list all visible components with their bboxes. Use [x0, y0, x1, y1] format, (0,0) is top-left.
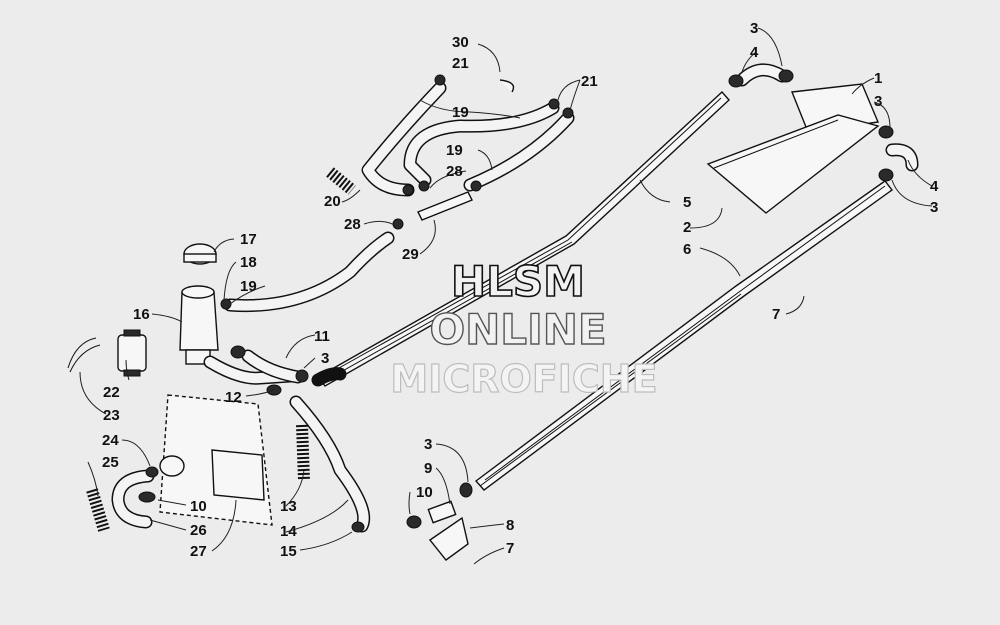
- callout-23: 23: [103, 407, 120, 424]
- spring-20: [326, 167, 356, 195]
- callout-20: 20: [324, 193, 341, 210]
- callout-1: 1: [874, 70, 882, 87]
- callout-3: 3: [424, 436, 432, 453]
- reservoir-bottle: [179, 231, 395, 365]
- watermark-line-3: MICROFICHE: [390, 357, 657, 401]
- callout-10: 10: [416, 484, 433, 501]
- watermark-line-1: HLSM: [451, 257, 585, 306]
- callout-18: 18: [240, 254, 257, 271]
- callout-29: 29: [402, 246, 419, 263]
- callout-21: 21: [581, 73, 598, 90]
- callout-3: 3: [874, 93, 882, 110]
- callout-28: 28: [344, 216, 361, 233]
- leader-lines: [79, 27, 933, 565]
- callout-26: 26: [190, 522, 207, 539]
- callout-5: 5: [683, 194, 691, 211]
- callout-3: 3: [750, 20, 758, 37]
- watermark: HLSM ONLINE MICROFICHE: [390, 256, 658, 401]
- callout-14: 14: [280, 523, 297, 540]
- callout-17: 17: [240, 231, 257, 248]
- callout-15: 15: [280, 543, 297, 560]
- callout-16: 16: [133, 306, 150, 323]
- radiator-panel: [159, 394, 273, 526]
- callout-22: 22: [103, 384, 120, 401]
- cross-plate-1: [706, 83, 880, 214]
- callout-19: 19: [240, 278, 257, 295]
- callout-11: 11: [314, 328, 330, 345]
- callout-19: 19: [446, 142, 463, 159]
- callout-28: 28: [446, 163, 463, 180]
- callout-4: 4: [930, 178, 939, 195]
- top-elbow-couplers: [728, 63, 919, 182]
- callout-8: 8: [506, 517, 514, 534]
- bottom-couplers: [406, 482, 473, 561]
- filter-canister: [67, 329, 147, 377]
- callout-9: 9: [424, 460, 432, 477]
- upper-hoses: [361, 74, 575, 230]
- callout-24: 24: [102, 432, 119, 449]
- callout-19: 19: [452, 104, 469, 121]
- right-heat-exchanger: [474, 180, 893, 491]
- callout-30: 30: [452, 34, 469, 51]
- callout-3: 3: [321, 350, 329, 367]
- callout-labels: 30 21 21 19 19 28 20 28 29 17 18 19 16 1…: [102, 20, 939, 560]
- callout-12: 12: [225, 389, 242, 406]
- lower-left-elbow: [86, 455, 185, 532]
- callout-27: 27: [190, 543, 207, 560]
- callout-7: 7: [772, 306, 780, 323]
- callout-3: 3: [930, 199, 938, 216]
- callout-6: 6: [683, 241, 691, 258]
- callout-13: 13: [280, 498, 297, 515]
- callout-4: 4: [750, 44, 759, 61]
- callout-25: 25: [102, 454, 119, 471]
- callout-10: 10: [190, 498, 207, 515]
- watermark-line-2: ONLINE: [429, 305, 606, 354]
- callout-2: 2: [683, 219, 691, 236]
- callout-7: 7: [506, 540, 514, 557]
- callout-21: 21: [452, 55, 469, 72]
- left-heat-exchanger: [316, 90, 730, 387]
